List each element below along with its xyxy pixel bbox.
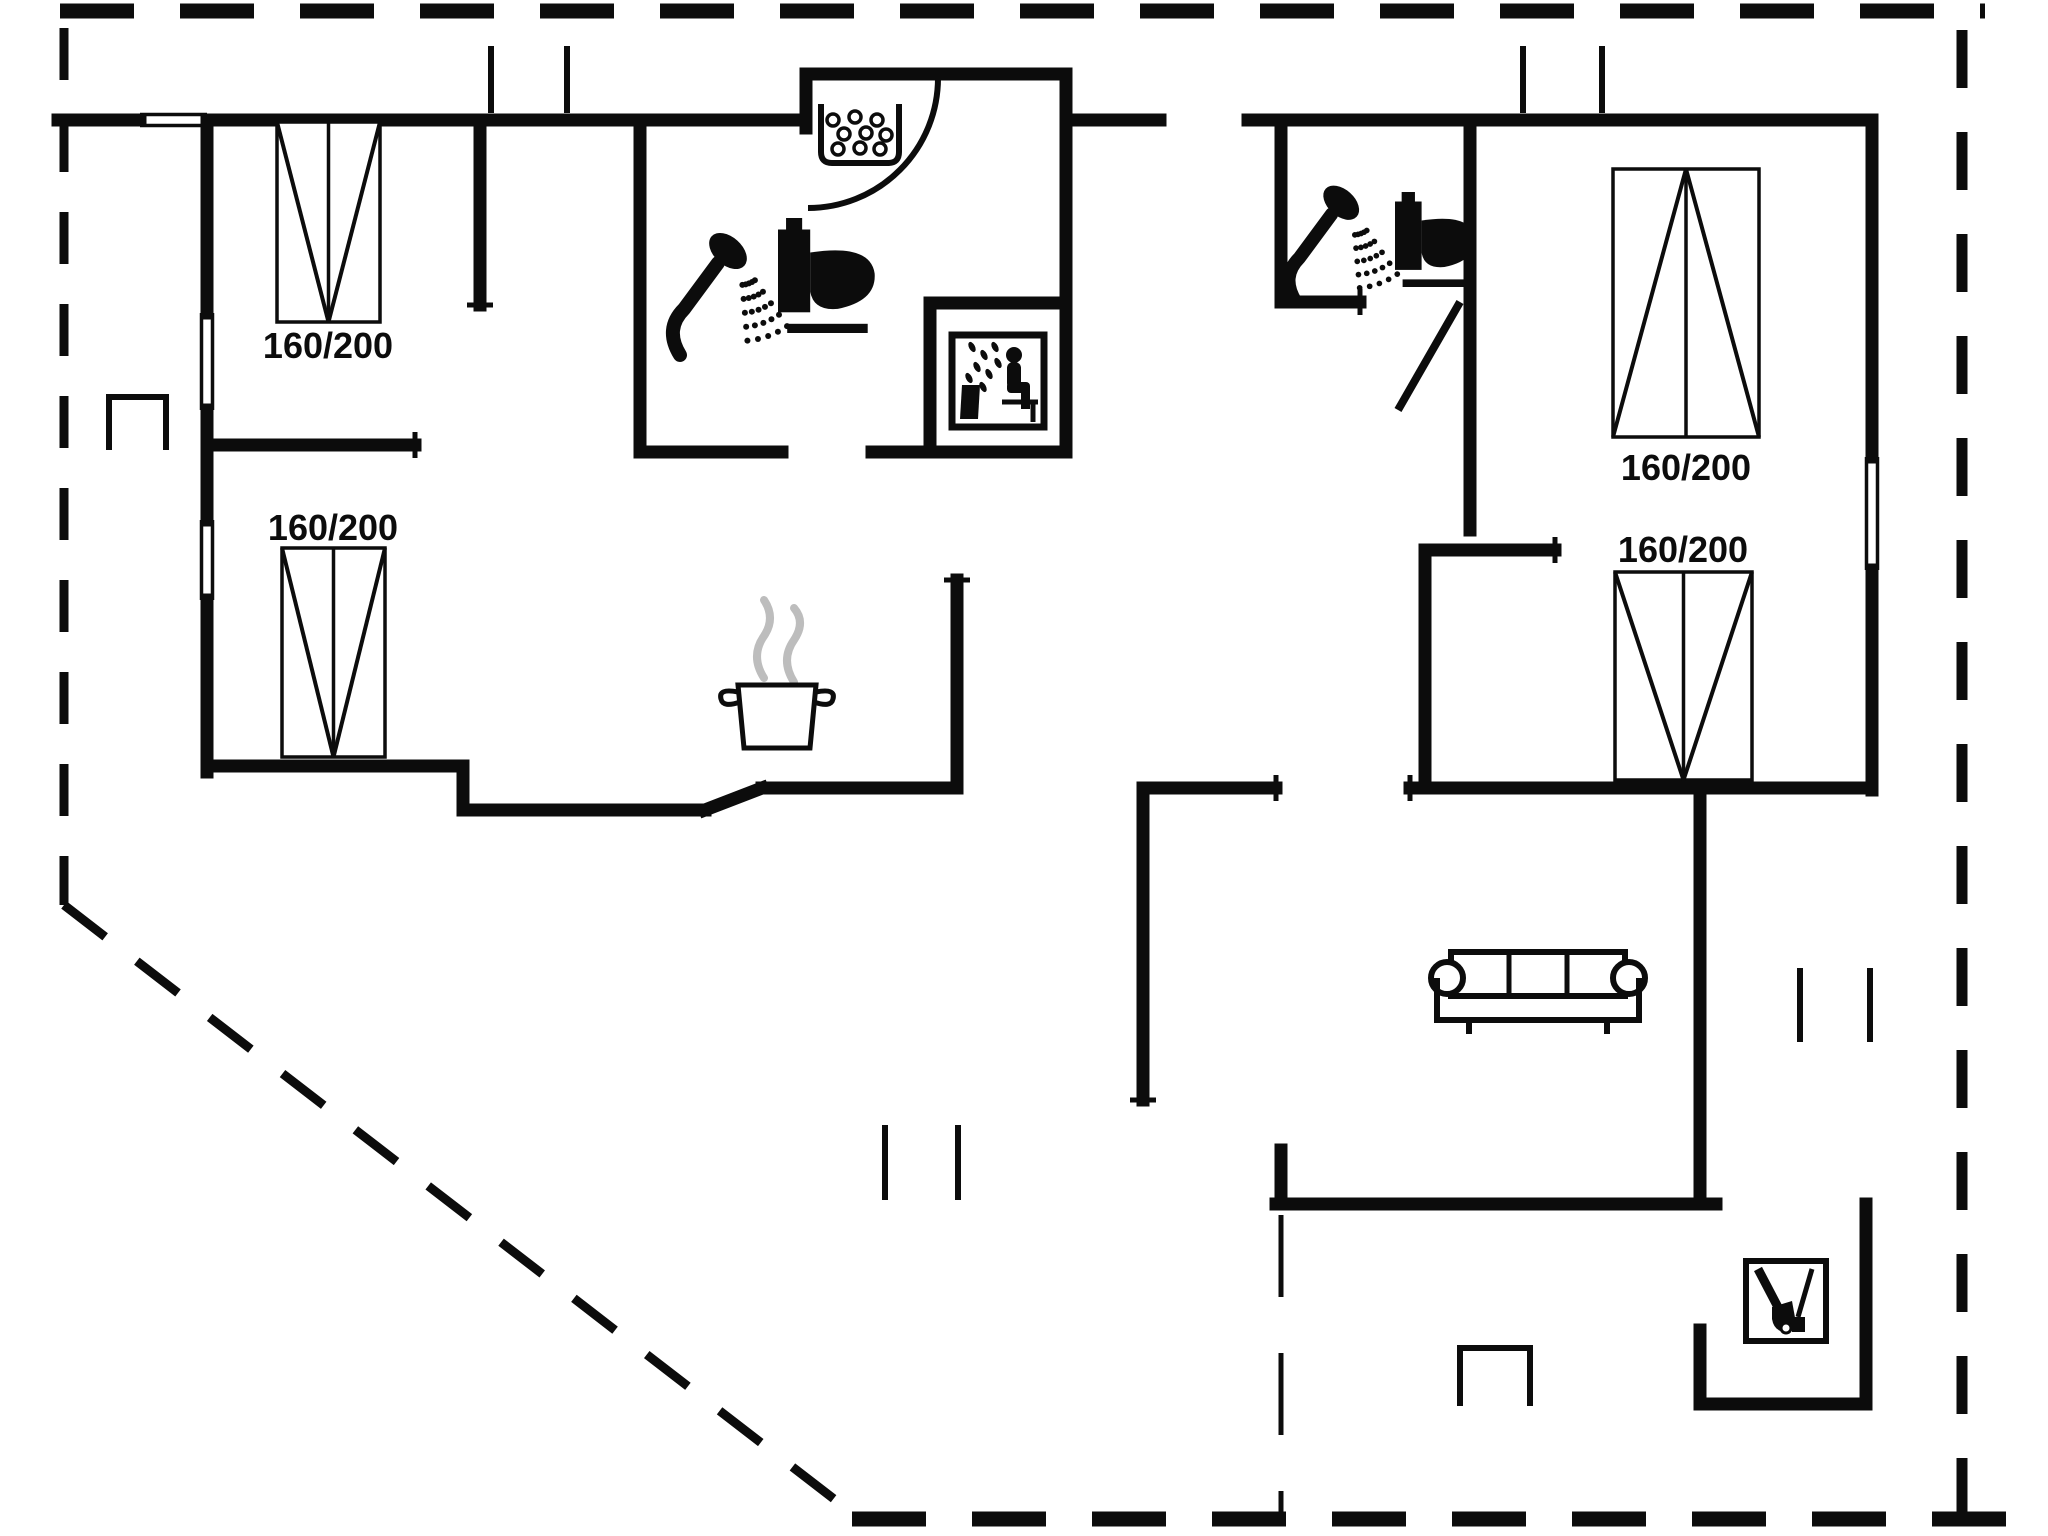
bed-160x200: 160/200 <box>1611 167 1761 488</box>
toilet-icon <box>1395 192 1475 287</box>
vacuum-cleaner-icon <box>1743 1258 1829 1344</box>
step-marker <box>106 394 1533 1406</box>
door-swing-arc <box>807 77 941 211</box>
shower-head-icon <box>666 232 791 362</box>
windows <box>140 112 1880 600</box>
bed-160x200: 160/200 <box>268 507 398 759</box>
bed-160x200: 160/200 <box>1613 529 1754 782</box>
bed-size-label: 160/200 <box>268 507 398 548</box>
bed-size-label: 160/200 <box>263 325 393 366</box>
shower-head-icon <box>1282 185 1401 309</box>
terrace-post-ticks <box>488 46 1873 1200</box>
toilet-icon <box>778 218 875 333</box>
bed-160x200: 160/200 <box>263 120 393 366</box>
doors <box>807 77 1464 412</box>
bed-size-label: 160/200 <box>1621 447 1751 488</box>
sofa-icon <box>1428 949 1648 1034</box>
door-stop-ticks <box>412 289 1558 1103</box>
sauna-icon <box>948 331 1048 431</box>
terrace-boundary-dashed <box>59 3 2048 1527</box>
shower-tray-icon <box>818 104 902 166</box>
bed-size-label: 160/200 <box>1618 529 1748 570</box>
walls <box>51 67 1879 1411</box>
u-step-icon <box>1457 1345 1533 1406</box>
dashed-boundary-line <box>61 901 859 1520</box>
cooking-pot-icon <box>718 596 836 751</box>
u-step-icon <box>106 394 169 450</box>
